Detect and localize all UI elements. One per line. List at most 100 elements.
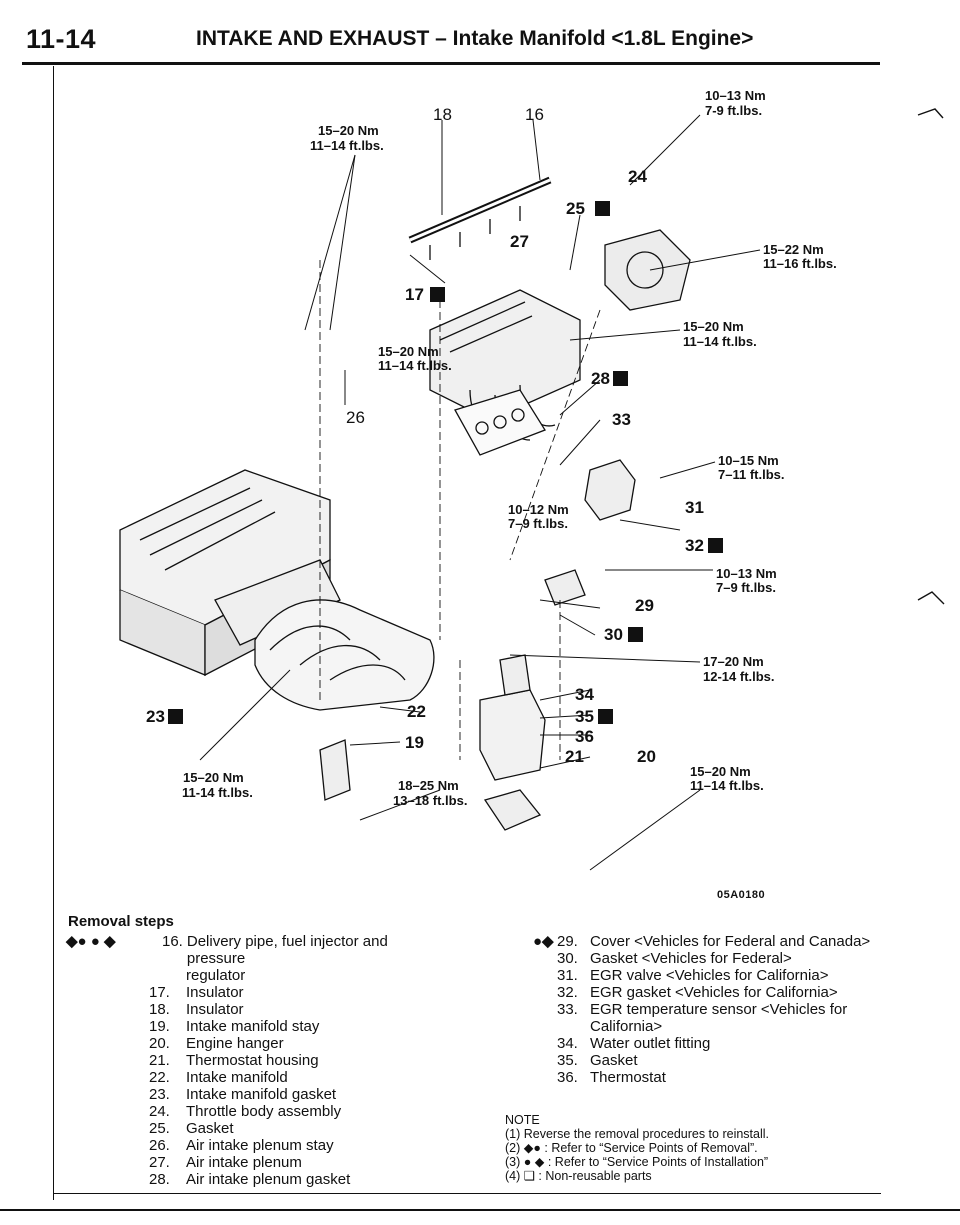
callout-22: 22	[407, 702, 426, 721]
torque-nm-manifold: 15–20 Nm	[183, 770, 244, 785]
note-title: NOTE	[505, 1113, 540, 1127]
service-point-marks: ●◆	[533, 933, 554, 950]
step-text: EGR gasket <Vehicles for California>	[590, 984, 838, 1001]
torque-nm-plenum: 15–20 Nm	[683, 319, 744, 334]
list-item: 22. Intake manifold	[66, 1069, 446, 1086]
list-item: ◆● ● ◆16.Delivery pipe, fuel injector an…	[66, 933, 446, 967]
figure-code: 05A0180	[717, 889, 766, 901]
list-item: 17.Insulator	[66, 984, 446, 1001]
note-line: (3) ● ◆ : Refer to “Service Points of In…	[505, 1155, 769, 1169]
step-number: 26.	[149, 1137, 170, 1154]
step-number: 29.	[557, 933, 578, 950]
step-number: 24.	[149, 1103, 170, 1120]
torque-nm-plenum-stay: 15–20 Nm	[378, 344, 439, 359]
torque-ftlb-manifold: 11-14 ft.lbs.	[182, 785, 253, 800]
list-item: regulator	[66, 967, 446, 984]
callout-27: 27	[510, 232, 529, 251]
step-number: 33.	[557, 1001, 578, 1018]
callout-17: 17	[405, 285, 424, 304]
callout-34: 34	[575, 685, 594, 704]
step-text: Insulator	[186, 1001, 244, 1018]
step-text: Intake manifold	[186, 1069, 288, 1086]
non-reusable-icon	[168, 709, 183, 724]
step-text: Water outlet fitting	[590, 1035, 711, 1052]
list-item: 35. Gasket	[533, 1052, 883, 1069]
step-text: Gasket	[590, 1052, 638, 1069]
page-number: 11-14	[26, 24, 97, 54]
list-item: ●◆29.Cover <Vehicles for Federal and Can…	[533, 933, 883, 950]
list-item: 20.Engine hanger	[66, 1035, 446, 1052]
callout-20: 20	[637, 747, 656, 766]
non-reusable-icon	[598, 709, 613, 724]
list-item: 24. Throttle body assembly	[66, 1103, 446, 1120]
non-reusable-icon	[628, 627, 643, 642]
step-text: Gasket <Vehicles for Federal>	[590, 950, 792, 967]
torque-ftlb-cover: 7–9 ft.lbs.	[716, 580, 776, 595]
step-number: 22.	[149, 1069, 170, 1086]
step-number: 19.	[149, 1018, 170, 1035]
list-item: 19. Intake manifold stay	[66, 1018, 446, 1035]
step-text: Intake manifold stay	[186, 1018, 320, 1035]
egr-valve	[584, 459, 636, 521]
step-text: Insulator	[186, 984, 244, 1001]
callout-31: 31	[685, 498, 704, 517]
step-number: 32.	[557, 984, 578, 1001]
step-number: 35.	[557, 1052, 578, 1069]
torque-ftlb-egr-valve: 7–11 ft.lbs.	[718, 467, 784, 482]
step-number: 16.	[162, 933, 183, 950]
egr-cover	[544, 569, 586, 606]
list-item: 28. Air intake plenum gasket	[66, 1171, 446, 1188]
step-number: 28.	[149, 1171, 170, 1188]
frame-left-rule	[53, 66, 54, 1200]
torque-nm-egr-valve: 10–15 Nm	[718, 453, 779, 468]
step-number: 30.	[557, 950, 578, 967]
torque-nm-cover: 10–13 Nm	[716, 566, 777, 581]
torque-nm-stay: 18–25 Nm	[398, 778, 459, 793]
note-line: (2) ◆● : Refer to “Service Points of Rem…	[505, 1141, 758, 1155]
page-bottom-rule	[0, 1209, 960, 1211]
page-title: INTAKE AND EXHAUST – Intake Manifold <1.…	[196, 27, 754, 50]
step-text: Gasket	[186, 1120, 234, 1137]
step-text: Air intake plenum gasket	[186, 1171, 351, 1188]
step-text: regulator	[186, 967, 246, 984]
torque-nm-throttle-bolt: 10–13 Nm	[705, 88, 766, 103]
margin-mark-top	[917, 108, 944, 119]
step-text: Intake manifold gasket	[186, 1086, 337, 1103]
callout-33: 33	[612, 410, 631, 429]
torque-ftlb-insulator: 11–14 ft.lbs.	[310, 138, 384, 153]
non-reusable-icon	[708, 538, 723, 553]
step-number: 23.	[149, 1086, 170, 1103]
step-number: 31.	[557, 967, 578, 984]
step-number: 20.	[149, 1035, 170, 1052]
callout-26: 26	[346, 408, 365, 427]
torque-ftlb-throttle-body: 11–16 ft.lbs.	[763, 256, 837, 271]
list-item: 25.Gasket	[66, 1120, 446, 1137]
step-text: Thermostat	[590, 1069, 666, 1086]
torque-nm-water-outlet: 17–20 Nm	[703, 654, 764, 669]
step-text: Air intake plenum	[186, 1154, 302, 1171]
step-text: Delivery pipe, fuel injector and pressur…	[186, 933, 388, 967]
removal-steps-title: Removal steps	[68, 913, 174, 930]
step-text: Throttle body assembly	[186, 1103, 342, 1120]
margin-mark-middle	[917, 591, 945, 605]
callout-32: 32	[685, 536, 704, 555]
step-number: 27.	[149, 1154, 170, 1171]
step-text: EGR temperature sensor <Vehicles for	[590, 1001, 848, 1018]
torque-ftlb-stay: 13–18 ft.lbs.	[393, 793, 467, 808]
torque-ftlb-water-outlet: 12-14 ft.lbs.	[703, 669, 775, 684]
frame-bottom-rule	[53, 1193, 881, 1194]
intake-manifold	[254, 599, 435, 711]
note-line: (1) Reverse the removal procedures to re…	[505, 1127, 770, 1141]
engine-hanger	[483, 789, 542, 831]
note-block: NOTE (1) Reverse the removal procedures …	[505, 1113, 885, 1183]
exhaust-manifold	[214, 559, 341, 646]
callout-30: 30	[604, 625, 623, 644]
list-item: 26. Air intake plenum stay	[66, 1137, 446, 1154]
step-text: Air intake plenum stay	[186, 1137, 334, 1154]
air-intake-plenum	[429, 289, 581, 421]
list-item: 18.Insulator	[66, 1001, 446, 1018]
list-item: 30. Gasket <Vehicles for Federal>	[533, 950, 883, 967]
list-item: 27. Air intake plenum	[66, 1154, 446, 1171]
label-18: 18	[433, 105, 452, 124]
torque-ftlb-engine-hanger: 11–14 ft.lbs.	[690, 778, 764, 793]
